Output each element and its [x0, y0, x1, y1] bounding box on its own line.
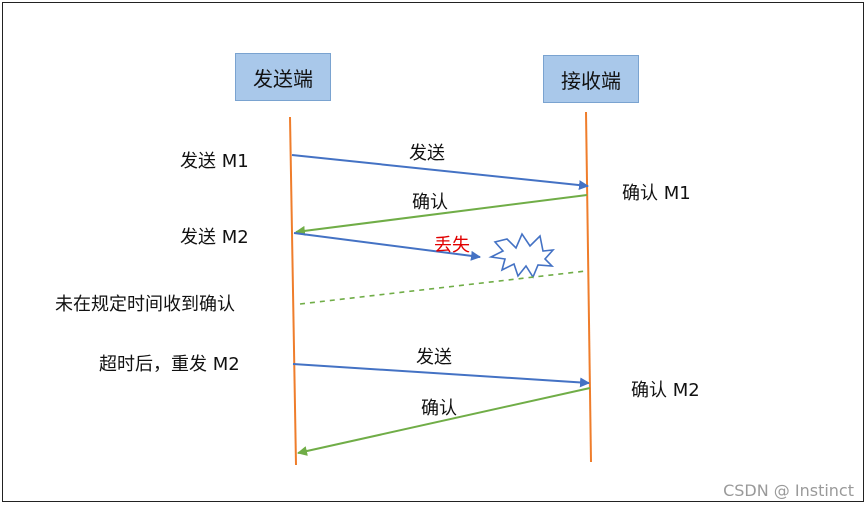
- timeout-dashed-line: [299, 270, 587, 305]
- receiver-actor-label: 接收端: [561, 68, 621, 93]
- label-ack-m2: 确认 M2: [631, 380, 700, 401]
- label-send-m1: 发送 M1: [180, 151, 249, 172]
- label-timeout-resend: 超时后，重发 M2: [99, 354, 240, 375]
- label-send-m2: 发送 M2: [180, 227, 249, 248]
- msg-m2-lost: 丢失: [434, 235, 470, 256]
- sender-lifeline: [289, 116, 297, 466]
- receiver-lifeline: [585, 111, 592, 463]
- m2-ack-arrow: [297, 387, 591, 456]
- m1-send-arrow: [291, 154, 589, 191]
- sender-actor-label: 发送端: [253, 66, 313, 91]
- explosion-icon: [488, 232, 555, 279]
- m1-ack-arrow: [295, 194, 588, 236]
- msg-m1-ack: 确认: [412, 192, 448, 213]
- m2-resend-arrow: [292, 363, 590, 388]
- msg-m2-ack: 确认: [421, 398, 457, 419]
- msg-m2-resend: 发送: [416, 347, 452, 368]
- sender-actor-box: 发送端: [235, 53, 331, 101]
- label-ack-m1: 确认 M1: [622, 183, 691, 204]
- msg-m1-send: 发送: [409, 143, 445, 164]
- m2-lost-arrow: [293, 232, 481, 261]
- watermark: CSDN @ Instinct: [723, 481, 854, 500]
- receiver-actor-box: 接收端: [543, 55, 639, 103]
- label-timeout: 未在规定时间收到确认: [55, 294, 235, 315]
